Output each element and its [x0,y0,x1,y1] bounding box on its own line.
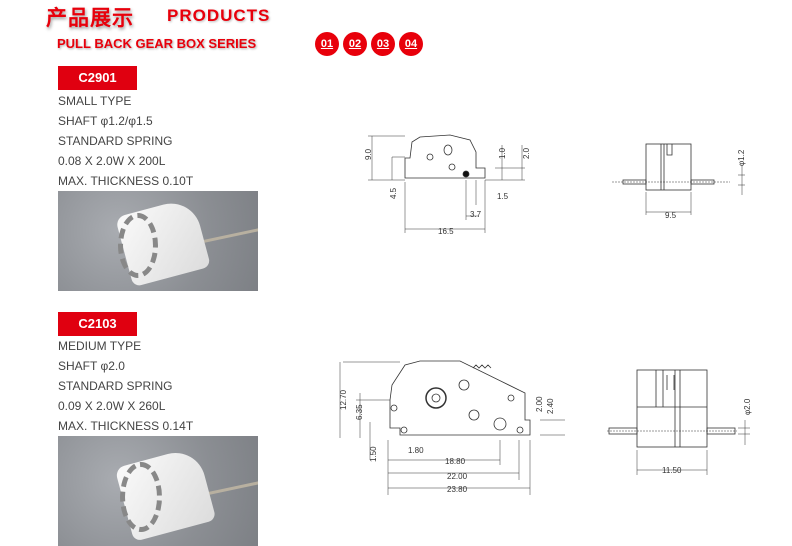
series-title: PULL BACK GEAR BOX SERIES [57,36,257,51]
spec-line: SMALL TYPE [58,94,132,108]
dim-label: 22.00 [447,472,468,481]
spec-line: MAX. THICKNESS 0.14T [58,419,194,433]
c2103-side-view [339,360,565,495]
spec-line: SHAFT φ2.0 [58,359,125,373]
product-code-label: C2901 [58,66,137,90]
spec-line: SHAFT φ1.2/φ1.5 [58,114,153,128]
spec-line: 0.08 X 2.0W X 200L [58,154,166,168]
dim-label: 2.00 [535,396,544,412]
c2901-front-view [612,143,745,215]
spec-line: 0.09 X 2.0W X 260L [58,399,166,413]
dim-label: 2.40 [546,398,555,414]
page-title-en: PRODUCTS [167,6,271,25]
spec-line: MEDIUM TYPE [58,339,142,353]
spec-line: STANDARD SPRING [58,379,173,393]
dim-label: 12.70 [339,389,348,410]
dim-label: φ1.2 [737,149,746,166]
dim-label: 2.0 [522,147,531,159]
dim-label: 1.80 [408,446,424,455]
c2901-side-view [368,134,525,233]
dim-label: 11.50 [662,466,682,475]
dim-label: 9.5 [665,211,677,220]
dim-label: 1.0 [498,147,507,159]
spec-line: STANDARD SPRING [58,134,173,148]
dim-label: 1.50 [369,446,378,462]
page-link-02[interactable]: 02 [345,34,365,54]
spec-line: MAX. THICKNESS 0.10T [58,174,194,188]
page-link-01[interactable]: 01 [317,34,337,54]
dim-label: 16.5 [438,227,454,236]
product-code-label: C2103 [58,312,137,336]
dim-label: φ2.0 [743,398,752,415]
page-title-cn: 产品展示 [46,7,134,30]
dim-label: 18.80 [445,457,466,466]
c2103-front-view [607,369,750,475]
dim-label: 23.80 [447,485,468,494]
product-photo [58,436,258,546]
dim-label: 3.7 [470,210,482,219]
product-photo [58,191,258,291]
dim-label: 4.5 [389,187,398,199]
dim-label: 1.5 [497,192,509,201]
dim-label: 9.0 [364,148,373,160]
page-link-03[interactable]: 03 [373,34,393,54]
dim-label: 6.35 [355,404,364,420]
page-link-04[interactable]: 04 [401,34,421,54]
